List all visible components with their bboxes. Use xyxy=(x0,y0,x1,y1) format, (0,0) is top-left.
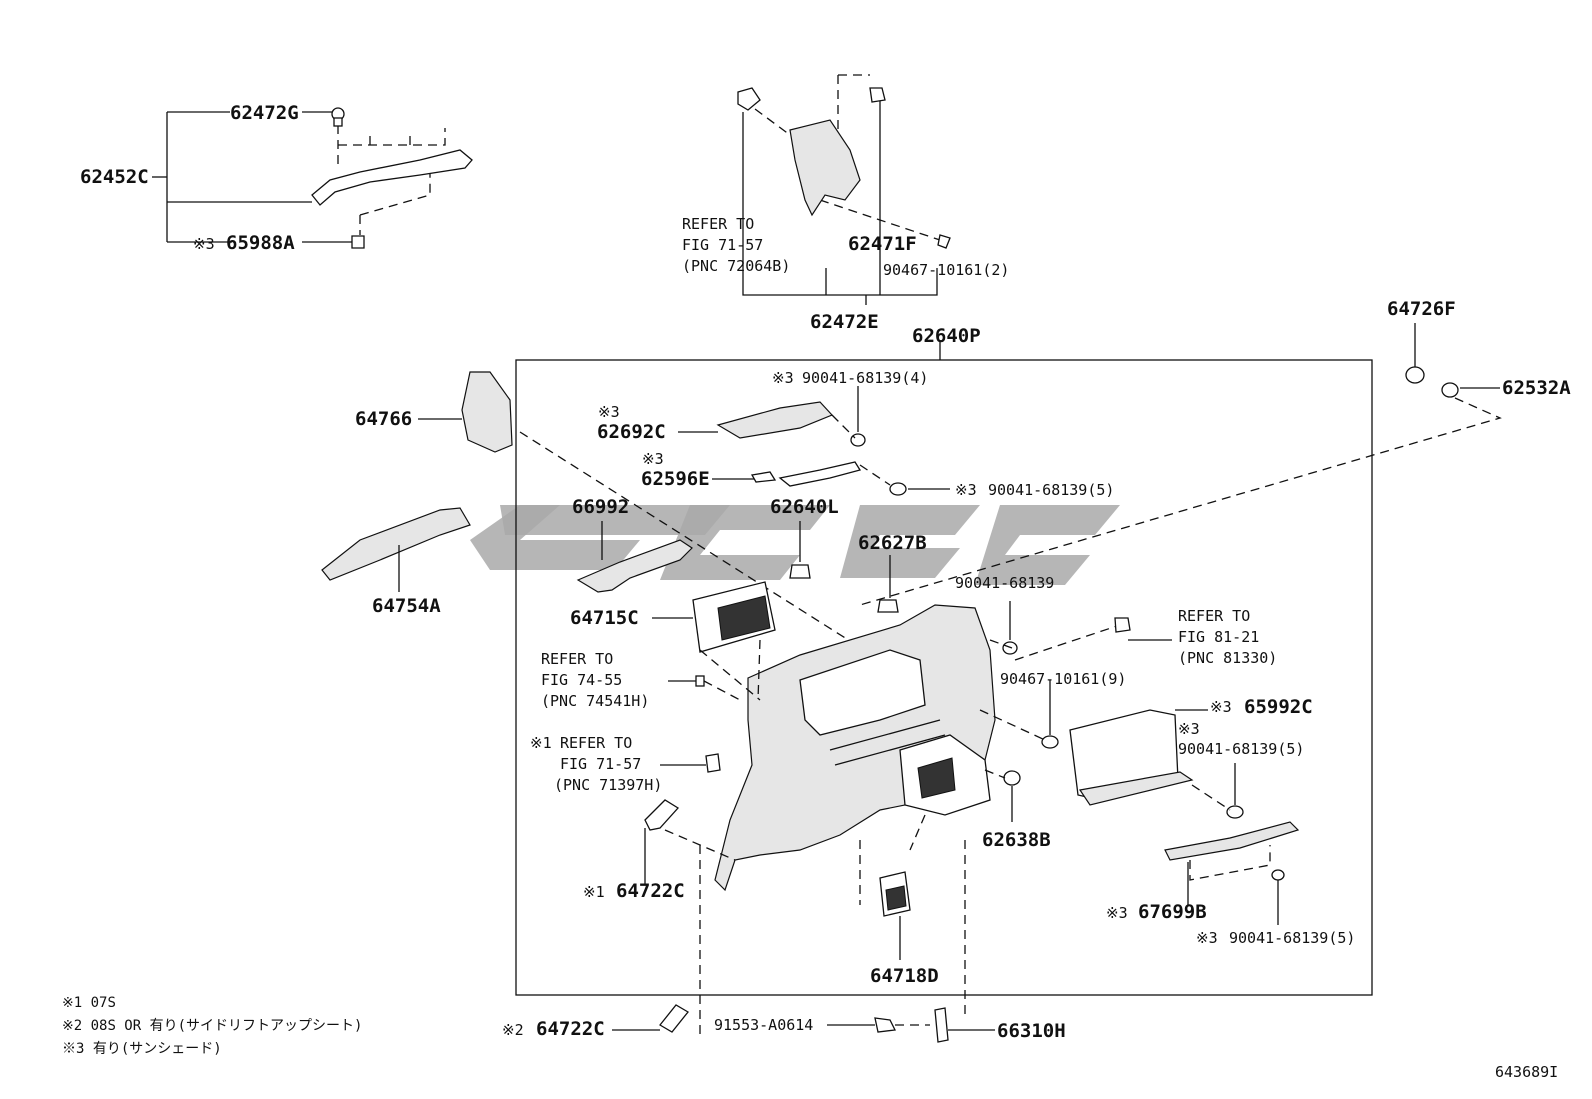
note-mark: ※2 xyxy=(502,1021,524,1039)
label-91553: 91553-A0614 xyxy=(714,1016,813,1034)
footnote-1: ※1 07S xyxy=(62,995,116,1011)
trim-strip-62452C xyxy=(311,149,473,206)
note-mark: ※3 xyxy=(193,235,215,253)
part-64726F-group xyxy=(859,323,1502,606)
label-62596E: 62596E xyxy=(641,468,710,490)
label-90467-9: 90467-10161(9) xyxy=(1000,670,1126,688)
figure-id: 643689I xyxy=(1495,1063,1558,1081)
label-65988A: 65988A xyxy=(226,232,295,254)
label-64766: 64766 xyxy=(355,408,412,430)
label-62452C: 62452C xyxy=(80,166,149,188)
label-64722C-1: 64722C xyxy=(616,880,685,902)
handle-66992 xyxy=(576,539,693,593)
label-62472E: 62472E xyxy=(810,311,879,333)
footnote-3: ※3 有り(サンシェード) xyxy=(62,1041,222,1057)
label-65992C: 65992C xyxy=(1244,696,1313,718)
label-64722C-2: 64722C xyxy=(536,1018,605,1040)
side-step-64754A xyxy=(321,507,471,581)
note-mark: ※1 xyxy=(583,883,605,901)
refer-text-line1: REFER TO xyxy=(1178,607,1250,625)
group-box-62640P xyxy=(515,359,1373,996)
refer-text-line1: REFER TO xyxy=(541,650,613,668)
label-90041-5a: 90041-68139(5) xyxy=(988,481,1114,499)
label-62627B: 62627B xyxy=(858,532,927,554)
bracket-62596E xyxy=(778,461,862,487)
part-64766-group xyxy=(321,371,881,661)
part-62472E-group xyxy=(737,74,951,305)
refer-text-line2: FIG 74-55 xyxy=(541,671,622,689)
label-67699B: 67699B xyxy=(1138,901,1207,923)
label-90041-5b: 90041-68139(5) xyxy=(1178,740,1304,758)
refer-text-line3: (PNC 74541H) xyxy=(541,692,649,710)
refer-text-line1: REFER TO xyxy=(682,215,754,233)
label-62532A: 62532A xyxy=(1502,377,1571,399)
note-mark: ※3 xyxy=(772,369,794,387)
label-62471F: 62471F xyxy=(848,233,917,255)
watermark-logo xyxy=(470,505,1120,585)
quarter-trim-panel-62640P xyxy=(699,604,996,892)
note-mark: ※3 xyxy=(955,481,977,499)
note-mark: ※1 xyxy=(530,734,552,752)
label-90041-4: 90041-68139(4) xyxy=(802,369,928,387)
trim-62692C xyxy=(716,401,834,439)
left-refer-group xyxy=(644,675,741,1035)
refer-text-line2: FIG 81-21 xyxy=(1178,628,1259,646)
label-62692C: 62692C xyxy=(597,421,666,443)
label-62640L: 62640L xyxy=(770,496,839,518)
label-64754A: 64754A xyxy=(372,595,441,617)
mid-parts-group xyxy=(576,521,899,653)
label-90041-5c: 90041-68139(5) xyxy=(1229,929,1355,947)
note-mark: ※3 xyxy=(1196,929,1218,947)
upper-trim-group xyxy=(678,386,950,496)
refer-text-line1: REFER TO xyxy=(560,734,632,752)
label-64718D: 64718D xyxy=(870,965,939,987)
note-mark: ※3 xyxy=(1178,720,1200,738)
label-64715C: 64715C xyxy=(570,607,639,629)
right-parts-group xyxy=(979,601,1300,925)
part-62452C-group xyxy=(152,107,473,249)
note-mark: ※3 xyxy=(642,450,664,468)
label-90467-2: 90467-10161(2) xyxy=(883,261,1009,279)
label-90041: 90041-68139 xyxy=(955,574,1054,592)
note-mark: ※3 xyxy=(1210,698,1232,716)
refer-text-line3: (PNC 72064B) xyxy=(682,257,790,275)
refer-text-line3: (PNC 71397H) xyxy=(554,776,662,794)
label-62472G: 62472G xyxy=(230,102,299,124)
bottom-parts-group xyxy=(612,814,995,1043)
label-66992: 66992 xyxy=(572,496,629,518)
refer-text-line2: FIG 71-57 xyxy=(682,236,763,254)
refer-text-line3: (PNC 81330) xyxy=(1178,649,1277,667)
hook-64722C-2 xyxy=(659,1004,689,1033)
label-62638B: 62638B xyxy=(982,829,1051,851)
refer-text-line2: FIG 71-57 xyxy=(560,755,641,773)
note-mark: ※3 xyxy=(1106,904,1128,922)
pillar-garnish xyxy=(789,119,861,217)
note-mark: ※3 xyxy=(598,403,620,421)
hook-64722C xyxy=(644,799,680,831)
label-66310H: 66310H xyxy=(997,1020,1066,1042)
corner-piece-64766 xyxy=(461,371,513,453)
label-64726F: 64726F xyxy=(1387,298,1456,320)
label-62640P: 62640P xyxy=(912,325,981,347)
footnote-2: ※2 08S OR 有り(サイドリフトアップシート) xyxy=(62,1018,362,1034)
scuff-plate-67699B xyxy=(1164,821,1300,861)
